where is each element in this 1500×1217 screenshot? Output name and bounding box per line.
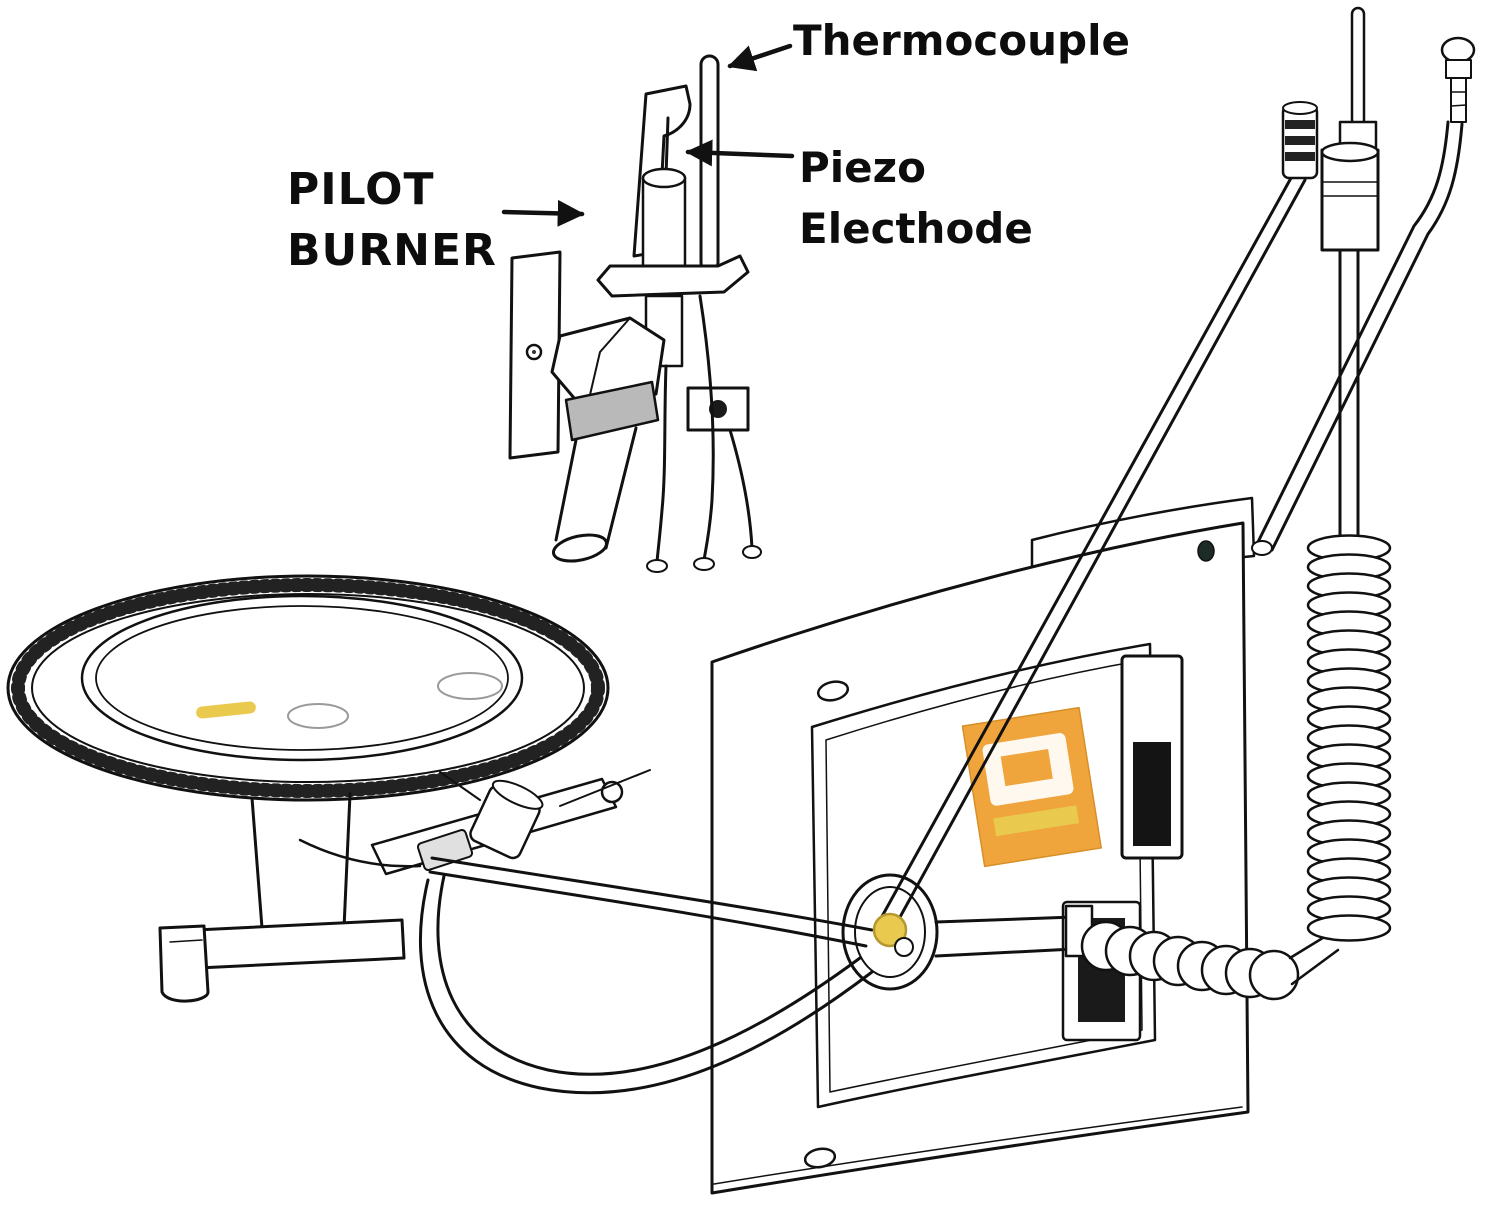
metal-band (564, 380, 660, 442)
pilot-assembly-detail-drawing (508, 54, 762, 573)
screw-slot-top (816, 680, 850, 702)
screw-slot-bottom (803, 1147, 837, 1169)
label-piezo-electrode-line2: Electhode (799, 203, 1033, 253)
burner-plate-drawing (6, 574, 610, 802)
pilot-wires (646, 294, 762, 573)
piezo-electrode-rod (664, 116, 670, 178)
thermocouple-lead-tube-drawing (1338, 248, 1360, 558)
valve-connector (872, 912, 914, 957)
callout-arrows (501, 43, 795, 227)
panel-slot-tall (1120, 654, 1184, 860)
burner-valve-mechanism-drawing (298, 769, 651, 876)
bracket-screw (1197, 540, 1215, 562)
arrow-to-thermocouple-icon (727, 43, 793, 72)
gas-inlet-knob-drawing (1440, 36, 1476, 123)
control-panel-drawing (710, 496, 1256, 1195)
label-pilot-burner: PILOT BURNER (287, 160, 497, 281)
thermocouple-fitting-drawing (1320, 6, 1380, 252)
pilot-tube-diagonal-drawing (878, 176, 1307, 930)
right-supply-tube-drawing (1251, 120, 1464, 556)
piezo-ceramic-body (641, 167, 687, 268)
thermocouple-rod (699, 54, 720, 273)
burner-pedestal-drawing (158, 792, 406, 1003)
label-piezo-electrode-line1: Piezo (799, 143, 926, 192)
wire-terminal-block (686, 386, 750, 432)
ribbed-electrode-cap-drawing (1281, 101, 1319, 180)
igniter-flame-mark (196, 701, 256, 719)
arrow-to-pilot-burner-icon (501, 199, 585, 227)
arrow-to-piezo-electrode-icon (685, 139, 795, 167)
big-coil-drawing (1306, 534, 1392, 942)
label-thermocouple: Thermocouple (793, 16, 1130, 65)
label-pilot-burner-line2: BURNER (287, 224, 497, 276)
small-coil-drawing (1080, 920, 1340, 1001)
panel-recess-outline (810, 642, 1157, 1109)
collar-flange (596, 254, 750, 298)
label-pilot-burner-line1: PILOT (287, 164, 435, 215)
warning-label (961, 706, 1102, 868)
label-piezo-electrode: Piezo Electhode (799, 138, 1033, 260)
gas-supply-tubes-drawing (418, 856, 874, 1095)
